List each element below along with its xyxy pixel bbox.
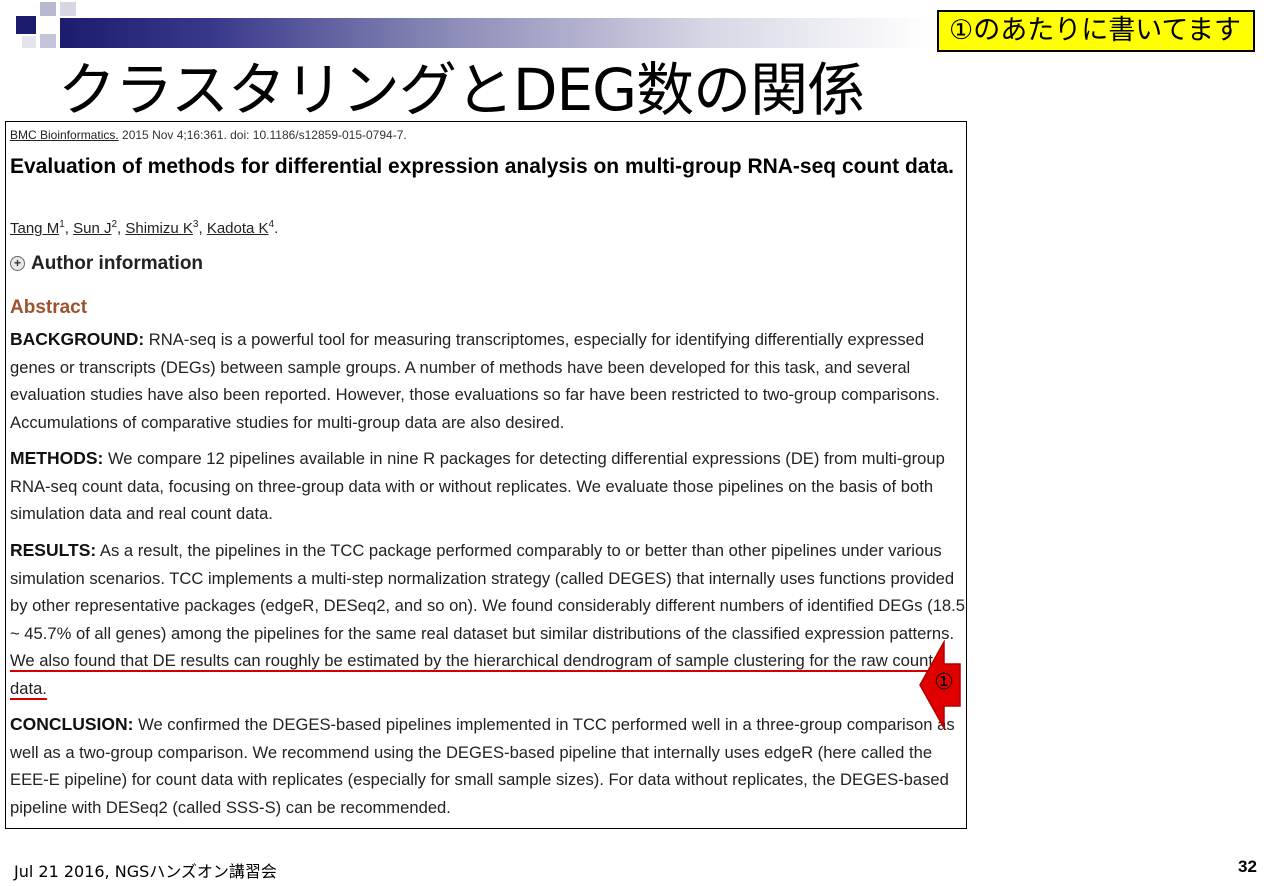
author-affiliation: 1 [59,219,65,230]
author-separator: , [117,220,126,237]
methods-text: We compare 12 pipelines available in nin… [10,449,945,523]
author-separator: , [64,220,74,237]
methods-paragraph: METHODS: We compare 12 pipelines availab… [10,445,965,528]
decoration-square [40,34,56,48]
callout-note: ①のあたりに書いてます [937,10,1255,52]
author-affiliation: 2 [111,219,118,230]
author-information-toggle[interactable]: + Author information [10,253,203,275]
journal-link[interactable]: BMC Bioinformatics. [10,128,119,142]
results-text: As a result, the pipelines in the TCC pa… [10,541,965,643]
methods-label: METHODS: [10,448,104,468]
decoration-square [60,2,76,16]
author-separator: . [274,220,279,237]
title-gradient-bar [60,18,930,48]
conclusion-text: We confirmed the DEGES-based pipelines i… [10,715,955,817]
author-link[interactable]: Sun J [73,220,112,237]
citation-details: 2015 Nov 4;16:361. doi: 10.1186/s12859-0… [118,128,407,142]
footer-date-event: Jul 21 2016, NGSハンズオン講習会 [14,862,277,881]
author-affiliation: 3 [192,219,199,230]
background-text: RNA-seq is a powerful tool for measuring… [10,330,940,432]
results-label: RESULTS: [10,540,97,560]
decoration-square [16,16,36,34]
conclusion-paragraph: CONCLUSION: We confirmed the DEGES-based… [10,711,965,821]
author-affiliation: 4 [268,219,275,230]
paper-title: Evaluation of methods for differential e… [10,155,954,178]
decoration-square [22,36,36,48]
author-link[interactable]: Shimizu K [125,220,193,237]
author-information-label: Author information [31,253,204,274]
citation-line: BMC Bioinformatics. 2015 Nov 4;16:361. d… [10,128,407,142]
author-link[interactable]: Tang M [10,220,60,237]
background-label: BACKGROUND: [10,329,145,349]
paper-abstract-screenshot: BMC Bioinformatics. 2015 Nov 4;16:361. d… [5,121,967,829]
author-separator: , [198,220,207,237]
left-arrow-icon [919,640,961,730]
highlighted-finding: We also found that DE results can roughl… [10,651,933,698]
decoration-square [40,2,56,16]
author-list: Tang M1, Sun J2, Shimizu K3, Kadota K4. [10,219,278,237]
results-paragraph: RESULTS: As a result, the pipelines in t… [10,537,965,702]
background-paragraph: BACKGROUND: RNA-seq is a powerful tool f… [10,326,965,436]
abstract-heading: Abstract [10,297,88,318]
arrow-marker-label: ① [934,670,954,695]
slide-title: クラスタリングとDEG数の関係 [58,56,865,124]
page-number: 32 [1238,857,1257,876]
author-link[interactable]: Kadota K [206,220,269,237]
expand-plus-icon: + [10,256,25,271]
conclusion-label: CONCLUSION: [10,714,134,734]
